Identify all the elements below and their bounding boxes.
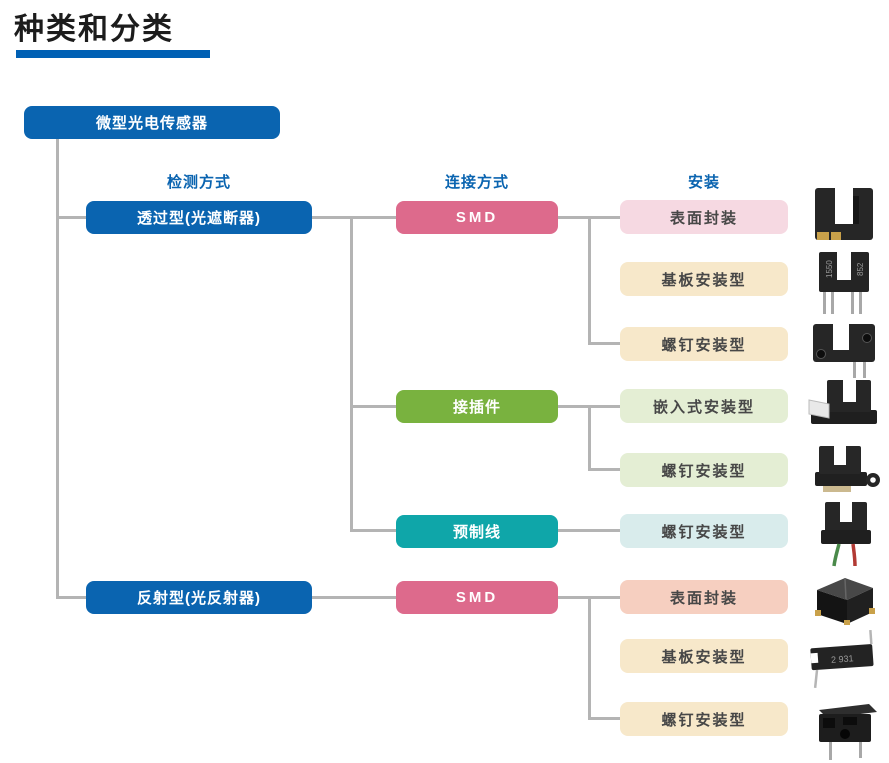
root-node-micro-photoelectric-sensor: 微型光电传感器 (24, 106, 280, 139)
connector-branch1-vertical (350, 216, 353, 532)
mount-box-screw-mount-4: 螺钉安装型 (620, 702, 788, 736)
product-photo-board-mount-interrupter: 1550 852 (819, 252, 869, 314)
mount-box-surface-mount-1: 表面封装 (620, 200, 788, 234)
mount-box-board-mount-1: 基板安装型 (620, 262, 788, 296)
product-photo-prewired-interrupter (821, 502, 871, 567)
title-underline (16, 50, 210, 58)
connector-line (558, 529, 620, 532)
connector-root-vertical (56, 139, 59, 599)
photo-marking: 2 931 (831, 653, 854, 665)
connector-connector-vertical (588, 405, 591, 469)
connector-smd1-vertical (588, 216, 591, 345)
connector-line (350, 405, 396, 408)
connection-box-smd-1: SMD (396, 201, 558, 234)
page-title: 种类和分类 (14, 13, 174, 46)
mount-box-screw-mount-3: 螺钉安装型 (620, 514, 788, 548)
photo-marking: 1550 (825, 260, 834, 278)
mount-box-screw-mount-1: 螺钉安装型 (620, 327, 788, 361)
connection-box-connector: 接插件 (396, 390, 558, 423)
product-photo-screw-mount-reflector (819, 704, 877, 760)
connector-line (350, 529, 396, 532)
connector-smd2-vertical (588, 596, 591, 720)
connection-box-smd-2: SMD (396, 581, 558, 614)
connector-line (588, 342, 620, 345)
detection-box-reflective: 反射型(光反射器) (86, 581, 312, 614)
mount-box-embedded-mount: 嵌入式安装型 (620, 389, 788, 423)
product-photo-screw-mount-ear-interrupter (815, 446, 880, 492)
connector-line (56, 216, 86, 219)
mount-box-board-mount-2: 基板安装型 (620, 639, 788, 673)
product-photo-screw-mount-interrupter (813, 324, 875, 378)
connection-box-prewired: 预制线 (396, 515, 558, 548)
connector-line (588, 717, 620, 720)
column-header-connection-method: 连接方式 (444, 174, 509, 191)
connector-line (312, 596, 396, 599)
connector-line (588, 468, 620, 471)
column-header-mounting: 安装 (687, 174, 720, 191)
product-photo-smd-reflector (815, 578, 875, 625)
product-photo-connector-interrupter (808, 380, 877, 424)
connector-line (312, 216, 396, 219)
product-photo-board-mount-reflector: 2 931 (810, 630, 874, 688)
column-header-detection-method: 检测方式 (166, 174, 231, 191)
detection-box-through-beam: 透过型(光遮断器) (86, 201, 312, 234)
mount-box-surface-mount-2: 表面封装 (620, 580, 788, 614)
mount-box-screw-mount-2: 螺钉安装型 (620, 453, 788, 487)
photo-marking: 852 (856, 262, 865, 276)
connector-line (56, 596, 86, 599)
product-photo-surface-mount-interrupter (815, 188, 873, 240)
